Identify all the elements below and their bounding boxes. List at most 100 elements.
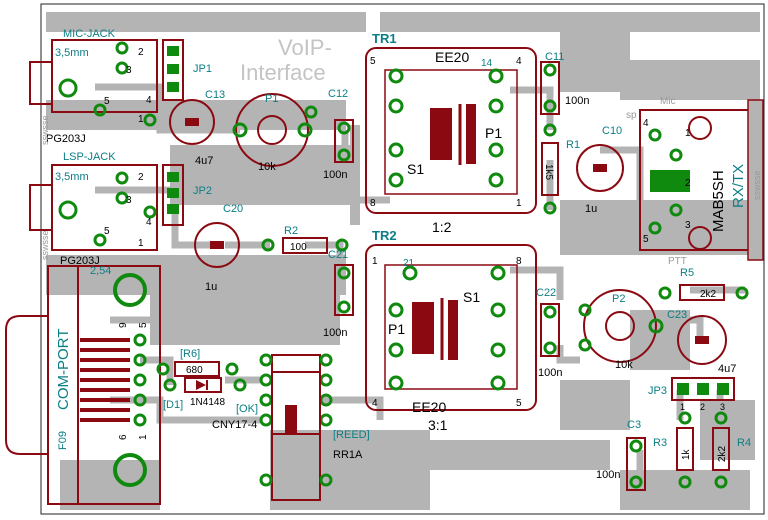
capacitor-c23: C23 4u7: [667, 309, 736, 375]
jp2-label: JP2: [193, 185, 212, 197]
c11-value: 100n: [565, 95, 589, 107]
capacitor-c12: C12 100n: [323, 88, 354, 181]
tr2-label: TR2: [372, 228, 397, 243]
tr1-pin-4: 4: [516, 56, 522, 67]
resistor-r2: R2 100: [261, 225, 349, 254]
r1-label: R1: [566, 139, 580, 151]
rxtx-label: RX/TX: [730, 164, 747, 208]
capacitor-c13: C13 4u7: [169, 89, 225, 167]
lsp-jack-part: PG203J: [60, 255, 100, 267]
resistor-r5: R5 2k2: [658, 267, 749, 301]
d1-label: [D1]: [163, 399, 183, 411]
side-text-3: sswsse: [752, 170, 762, 200]
jumper-jp2: JP2: [162, 164, 212, 226]
mab5sh-label: MAB5SH: [710, 170, 727, 232]
db9-pin-5: 5: [138, 322, 149, 328]
jack1-pin-5: 5: [104, 96, 110, 107]
r2-label: R2: [284, 225, 298, 237]
jack2-pin-1: 1: [138, 238, 144, 249]
capacitor-c22: C22 100n: [536, 287, 562, 379]
jp3-pin-1: 1: [680, 402, 685, 412]
mab-pin-2: 2: [685, 178, 691, 189]
ok-label: [OK]: [236, 403, 258, 415]
ptt-label: PTT: [668, 256, 687, 267]
mab-pin-4: 4: [643, 118, 649, 129]
jack1-pin-2: 2: [138, 47, 144, 58]
c13-label: C13: [205, 89, 225, 101]
c12-value: 100n: [323, 169, 347, 181]
com-port-label: COM-PORT: [55, 329, 72, 410]
side-text-1: sswsse: [40, 115, 50, 145]
jack-pin-numbers: 2 3 4 5 1 2 3 4 5 1: [104, 47, 152, 249]
mic-jack: MIC-JACK 3,5mm PG203J: [29, 28, 158, 145]
r5-value: 2k2: [700, 289, 717, 300]
tr2-pin-21: 21: [403, 258, 415, 269]
c12-label: C12: [328, 88, 348, 100]
c21-value: 100n: [323, 327, 347, 339]
mab-pin-1: 1: [685, 128, 691, 139]
capacitor-c21: C21 100n: [323, 249, 354, 339]
transformer-tr1: TR1 EE20 1:2 P1 S1 5 4 8 1 14: [365, 31, 537, 235]
tr2-pin-5: 5: [516, 398, 522, 409]
resistor-r3: R3 1k: [653, 411, 694, 489]
jack2-pin-3: 3: [126, 195, 132, 206]
r3-label: R3: [653, 437, 667, 449]
c3-label: C3: [627, 419, 641, 431]
resistor-r4: R4 2k2: [712, 411, 751, 489]
capacitor-c11: C11 100n: [540, 51, 589, 115]
board-title-line2: Interface: [240, 60, 326, 85]
mab-pin-5: 5: [643, 234, 649, 245]
jack1-pin-1: 1: [138, 114, 144, 125]
tr2-s1: S1: [463, 289, 480, 305]
jumper-jp3: JP3 1 2 3: [648, 377, 735, 412]
r6-label: [R6]: [180, 348, 200, 360]
mic-label: Mic: [660, 96, 676, 107]
ok-part: CNY17-4: [212, 419, 257, 431]
tr2-core: EE20: [412, 399, 446, 415]
jack2-pin-4: 4: [146, 217, 152, 228]
potentiometer-p1: P1 10k: [232, 93, 318, 173]
r5-label: R5: [680, 267, 694, 279]
c23-label: C23: [667, 309, 687, 321]
tr1-pin-8: 8: [370, 198, 376, 209]
r1-value: 1k5: [543, 164, 554, 181]
diode-d1: [D1] 1N4148: [163, 377, 247, 411]
jp3-label: JP3: [648, 385, 667, 397]
resistor-r1: R1 1k5: [541, 123, 580, 215]
c10-label: C10: [602, 125, 622, 137]
tr1-s1: S1: [407, 161, 424, 177]
c23-value: 4u7: [718, 363, 736, 375]
jack1-pin-4: 4: [146, 95, 152, 106]
resistor-r6: [R6] 680: [156, 348, 239, 377]
c22-label: C22: [536, 287, 556, 299]
tr2-pin-1: 1: [372, 256, 378, 267]
sp-label: sp: [626, 110, 637, 121]
potentiometer-p2: P2 10k: [578, 289, 664, 371]
reed-label: [REED]: [333, 429, 370, 441]
side-text-2: sswsse: [40, 230, 50, 260]
jack1-pin-3: 3: [126, 65, 132, 76]
c21-label: C21: [328, 249, 348, 261]
r4-value: 2k2: [717, 445, 728, 462]
r6-value: 680: [186, 365, 203, 376]
mic-jack-size: 3,5mm: [55, 47, 89, 59]
lsp-jack-size: 3,5mm: [55, 171, 89, 183]
mab-pin-3: 3: [685, 220, 691, 231]
jp1-label: JP1: [193, 63, 212, 75]
p1-label: P1: [265, 93, 278, 105]
connector-mab5sh: MAB5SH RX/TX 1 2 3 4 5 Mic sp PTT: [626, 96, 764, 267]
c20-value: 1u: [205, 281, 217, 293]
r2-value: 100: [290, 242, 307, 253]
c3-value: 100n: [596, 469, 620, 481]
c20-label: C20: [223, 203, 243, 215]
tr2-ratio: 3:1: [428, 417, 448, 433]
capacitor-c3: C3 100n: [596, 419, 646, 491]
board-title-line1: VoIP-: [278, 35, 332, 60]
jp3-pin-2: 2: [700, 402, 705, 412]
tr1-ratio: 1:2: [432, 219, 452, 235]
tr1-pin-5: 5: [370, 56, 376, 67]
reed-relay: [REED] RR1A: [259, 353, 370, 501]
tr1-p1: P1: [485, 125, 502, 141]
com-port-db9: COM-PORT F09 2,54 9 5 6 1: [5, 265, 161, 505]
tr1-core: EE20: [435, 49, 469, 65]
